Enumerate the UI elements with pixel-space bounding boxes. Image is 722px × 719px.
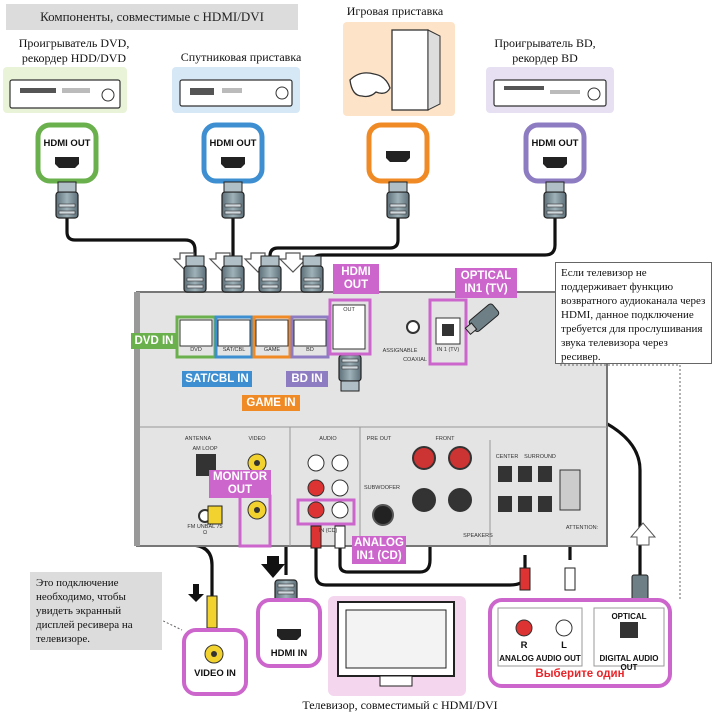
hdmi-in-label: HDMI IN [270,648,308,659]
digital-audio-out-label: DIGITAL AUDIO OUT [599,654,659,672]
dvd-player-caption: Проигрыватель DVD, рекордер HDD/DVD [18,36,130,65]
port-label-dvd: DVD [190,347,202,353]
port-label-coaxial: COAXIAL [403,357,427,363]
bd-device [486,67,614,113]
sat-box-caption: Спутниковая приставка [180,50,302,64]
monitor-out-note: Это подключение необходимо, чтобы увидет… [30,572,162,650]
optical-in1-tag: OPTICAL IN1 (TV) [455,268,517,298]
dvd-hdmi-out-label: HDMI OUT [43,138,91,149]
panel-label-fm-unbal: FM UNBAL 75 Ω [187,524,223,536]
choose-one-label: Выберите один [535,668,625,680]
panel-label-surround: SURROUND [524,454,556,460]
optical-label: OPTICAL [611,612,647,621]
panel-label-speakers: SPEAKERS [463,533,493,539]
game-in-tag: GAME IN [242,395,300,411]
panel-label-front: FRONT [435,436,455,442]
port-label-satcbl: SAT/CBL [222,347,246,353]
monitor-out-tag: MONITOR OUT [209,470,271,498]
analog-l-label: L [561,640,567,651]
bd-in-tag: BD IN [286,371,328,387]
panel-label-attention: ATTENTION: [565,525,599,531]
dvd-in-tag: DVD IN [131,333,177,349]
analog-audio-out-label: ANALOG AUDIO OUT [499,654,581,663]
game-console-caption: Игровая приставка [346,4,444,18]
bd-hdmi-out-label: HDMI OUT [531,138,579,149]
panel-label-antenna: ANTENNA [184,436,212,442]
sat-hdmi-out-label: HDMI OUT [209,138,257,149]
hdmi-out-tag: HDMI OUT [333,264,379,294]
panel-label-audio: AUDIO [319,436,337,442]
panel-label-center: CENTER [495,454,519,460]
panel-label-pre-out: PRE OUT [366,436,392,442]
panel-label-in-cd: IN (CD) [318,528,338,534]
analog-in1-tag: ANALOG IN1 (CD) [352,536,406,564]
port-label-bd: BD [306,347,314,353]
port-label-assignable: ASSIGNABLE [382,348,418,354]
panel-label-subwoofer: SUBWOOFER [363,485,401,491]
game-device [343,22,455,116]
sat-cbl-in-tag: SAT/CBL IN [182,371,252,387]
panel-label-video: VIDEO [248,436,266,442]
port-label-out: OUT [343,307,355,313]
tv-audio-note: Если телевизор не поддерживает функцию в… [555,262,712,364]
tv-caption: Телевизор, совместимый с HDMI/DVI [302,698,498,712]
bd-player-caption: Проигрыватель BD, рекордер BD [494,36,596,65]
port-label-in1-tv: IN 1 (TV) [436,347,460,353]
compatible-components-title: Компоненты, совместимые с HDMI/DVI [6,4,298,30]
analog-r-label: R [520,640,528,651]
panel-label-am-loop: AM LOOP [192,446,218,452]
port-label-game: GAME [263,347,281,353]
dvd-device [3,67,127,113]
sat-device [172,67,300,113]
video-in-label: VIDEO IN [194,668,236,679]
